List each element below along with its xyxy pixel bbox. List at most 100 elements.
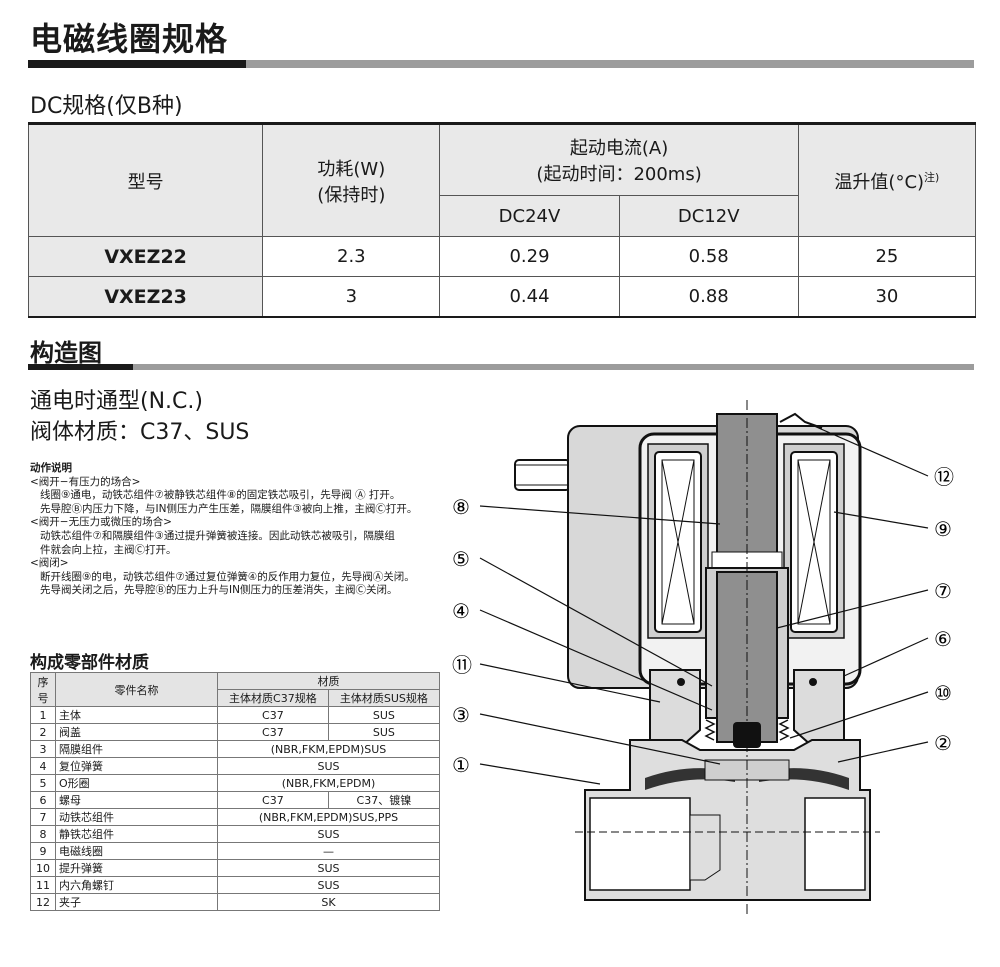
- part-no-cell: 6: [30, 791, 56, 809]
- part-name-cell: 动铁芯组件: [55, 808, 218, 826]
- operation-line: 动铁芯组件⑦和隔膜组件③通过提升弹簧被连接。因此动铁芯被吸引，隔膜组: [40, 529, 395, 542]
- part-no-cell: 12: [30, 893, 56, 911]
- operation-line: <阀开−无压力或微压的场合>: [30, 516, 172, 529]
- part-material-cell: —: [217, 842, 440, 860]
- part-name-cell: 电磁线圈: [55, 842, 218, 860]
- temp-cell: 25: [797, 236, 977, 277]
- header-current-label: 起动电流(A): [569, 138, 669, 159]
- part-name-cell: 螺母: [55, 791, 218, 809]
- power-cell: 2.3: [262, 236, 441, 277]
- header-current-sub: (起动时间：200ms): [536, 164, 702, 185]
- operation-line: 先导腔Ⓑ内压力下降，与IN侧压力产生压差，隔膜组件③被向上推，主阀Ⓒ打开。: [40, 502, 418, 515]
- leader-lines: [479, 421, 929, 785]
- temp-cell: 30: [797, 276, 977, 318]
- construction-heading: 构造图: [30, 339, 102, 367]
- part-sus-cell: SUS: [327, 706, 441, 724]
- header-temp-note: 注): [924, 170, 940, 184]
- header-c37: 主体材质C37规格: [217, 689, 329, 707]
- part-material-cell: (NBR,FKM,EPDM)SUS,PPS: [217, 808, 440, 826]
- header-no: 序号: [30, 672, 56, 707]
- part-material-cell: SUS: [217, 757, 440, 775]
- table-row: VXEZ23 3 0.44 0.88 30: [27, 276, 977, 318]
- operation-line: 线圈⑨通电，动铁芯组件⑦被静铁芯组件⑧的固定铁芯吸引，先导阀 Ⓐ 打开。: [40, 489, 401, 502]
- part-material-cell: SUS: [217, 859, 440, 877]
- label-1: ①: [452, 753, 470, 777]
- label-6: ⑥: [934, 627, 952, 651]
- dc24-cell: 0.44: [439, 276, 620, 318]
- dc-spec-table: 型号 功耗(W) (保持时) 起动电流(A) (起动时间：200ms) 温升值(…: [27, 122, 977, 318]
- label-2: ②: [934, 731, 952, 755]
- header-temp-label: 温升值(°C): [834, 171, 925, 193]
- part-material-cell: SUS: [217, 876, 440, 894]
- part-name-cell: 复位弹簧: [55, 757, 218, 775]
- header-material: 材质: [217, 672, 440, 690]
- clip: [779, 412, 823, 429]
- part-name-cell: 主体: [55, 706, 218, 724]
- title-divider: [28, 60, 974, 68]
- dc-spec-heading: DC规格(仅B种): [30, 94, 183, 119]
- label-7: ⑦: [934, 579, 952, 603]
- part-c37-cell: C37: [217, 723, 329, 741]
- label-10: ⑩: [934, 681, 952, 705]
- part-sus-cell: SUS: [327, 723, 441, 741]
- header-model: 型号: [27, 123, 264, 237]
- header-power: 功耗(W) (保持时): [262, 123, 441, 237]
- part-material-cell: (NBR,FKM,EPDM)SUS: [217, 740, 440, 758]
- operation-description: 动作说明 <阀开−有压力的场合> 线圈⑨通电，动铁芯组件⑦被静铁芯组件⑧的固定铁…: [30, 462, 455, 598]
- part-name-cell: 提升弹簧: [55, 859, 218, 877]
- part-c37-cell: C37: [217, 706, 329, 724]
- valve-cross-section-diagram: ⑫ ⑧ ⑨ ⑤ ⑦ ④ ⑥ ⑪ ⑩ ③ ② ①: [452, 400, 954, 915]
- part-no-cell: 11: [30, 876, 56, 894]
- header-dc12: DC12V: [618, 195, 799, 237]
- part-name-cell: 静铁芯组件: [55, 825, 218, 843]
- part-no-cell: 8: [30, 825, 56, 843]
- part-no-cell: 2: [30, 723, 56, 741]
- label-3: ③: [452, 703, 470, 727]
- label-11: ⑪: [452, 653, 472, 677]
- part-no-cell: 3: [30, 740, 56, 758]
- part-no-cell: 5: [30, 774, 56, 792]
- part-no-cell: 1: [30, 706, 56, 724]
- header-sus: 主体材质SUS规格: [327, 689, 441, 707]
- part-no-cell: 4: [30, 757, 56, 775]
- header-power-label: 功耗(W): [317, 158, 386, 180]
- model-cell: VXEZ23: [27, 276, 264, 318]
- coil-winding: [654, 451, 838, 633]
- part-material-cell: SK: [217, 893, 440, 911]
- dc24-cell: 0.29: [439, 236, 620, 277]
- part-name-cell: 隔膜组件: [55, 740, 218, 758]
- header-part-name: 零件名称: [55, 672, 218, 707]
- valve-type-line: 通电时通型(N.C.): [30, 389, 203, 414]
- label-5: ⑤: [452, 547, 470, 571]
- lead-wire: [514, 459, 571, 491]
- operation-line: 件就会向上拉，主阀Ⓒ打开。: [40, 543, 177, 556]
- label-12: ⑫: [934, 465, 954, 489]
- dc12-cell: 0.58: [618, 236, 799, 277]
- header-temp: 温升值(°C)注): [797, 123, 977, 237]
- part-material-cell: (NBR,FKM,EPDM): [217, 774, 440, 792]
- label-9: ⑨: [934, 517, 952, 541]
- operation-title: 动作说明: [30, 462, 72, 474]
- part-sus-cell: C37、镀镍: [327, 791, 441, 809]
- label-4: ④: [452, 599, 470, 623]
- part-no-cell: 10: [30, 859, 56, 877]
- header-dc24: DC24V: [439, 195, 620, 237]
- part-name-cell: O形圈: [55, 774, 218, 792]
- parts-heading: 构成零部件材质: [30, 653, 149, 673]
- header-current: 起动电流(A) (起动时间：200ms): [439, 123, 799, 196]
- label-8: ⑧: [452, 495, 470, 519]
- construction-divider: [28, 364, 974, 370]
- page-title: 电磁线圈规格: [30, 20, 229, 58]
